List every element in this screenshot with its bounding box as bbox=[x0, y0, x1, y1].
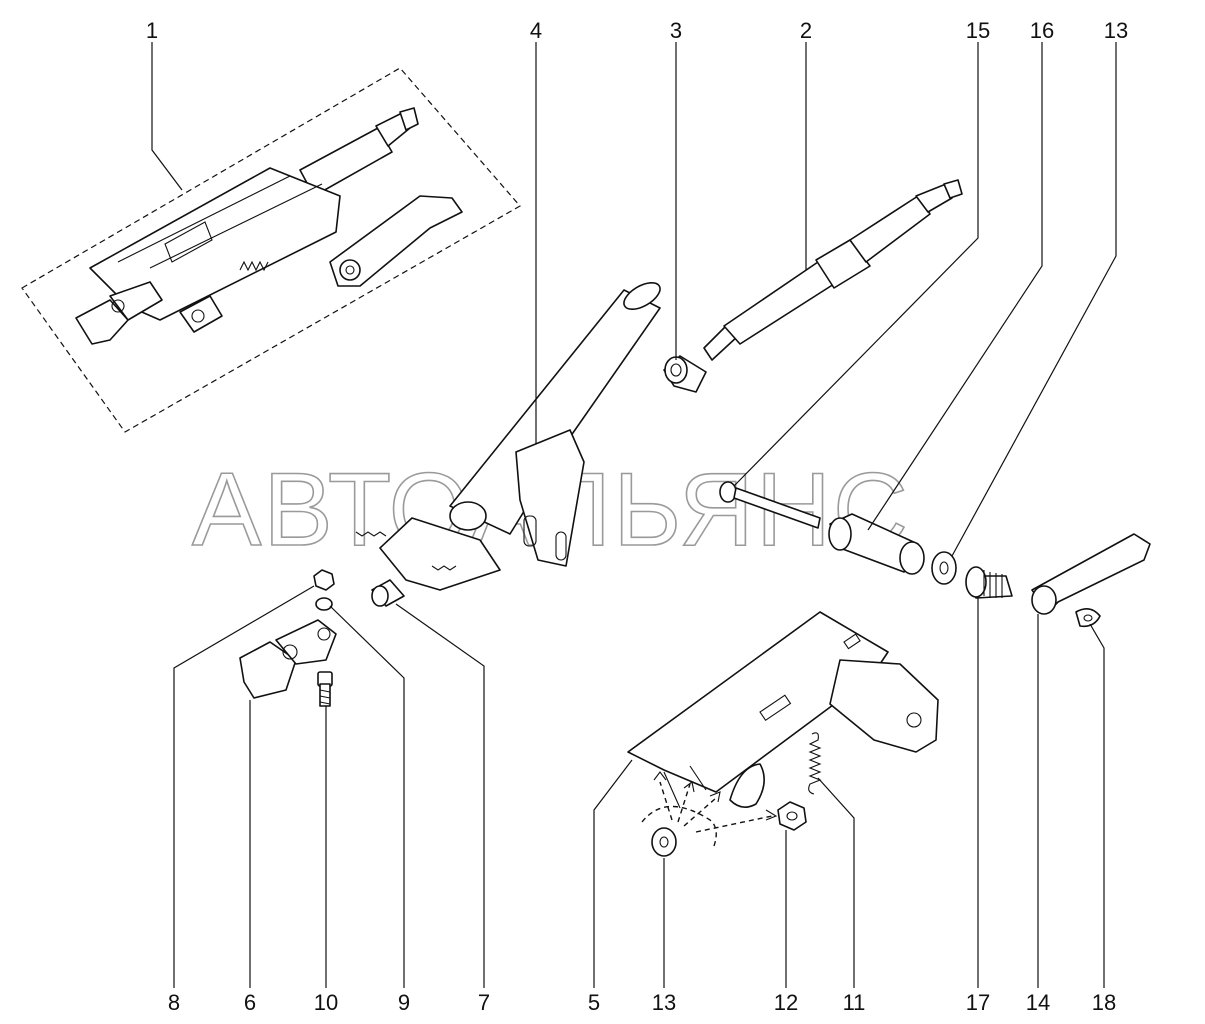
part-13-washer-upper bbox=[931, 551, 957, 585]
part-11-spring bbox=[808, 732, 822, 795]
callout-8: 8 bbox=[168, 990, 180, 1015]
leader-16 bbox=[867, 42, 1043, 531]
callout-7: 7 bbox=[478, 990, 490, 1015]
part-5-bracket bbox=[627, 611, 939, 809]
callout-13-top: 13 bbox=[1104, 18, 1128, 43]
leader-18 bbox=[1089, 623, 1105, 988]
part-6-universal-joint bbox=[239, 619, 337, 699]
leader-9 bbox=[329, 605, 405, 988]
part-2-steering-shaft bbox=[703, 179, 963, 361]
leader-1 bbox=[151, 42, 183, 191]
part-8-nut bbox=[313, 569, 335, 591]
callout-4: 4 bbox=[530, 18, 542, 43]
assembly-arrows bbox=[641, 771, 778, 847]
part-12-nut bbox=[777, 801, 807, 831]
callout-11: 11 bbox=[843, 990, 866, 1015]
part-14-adjust-lever bbox=[1031, 533, 1151, 615]
callout-3: 3 bbox=[670, 18, 682, 43]
callout-5: 5 bbox=[588, 990, 600, 1015]
callout-10: 10 bbox=[314, 990, 338, 1015]
callout-16: 16 bbox=[1030, 18, 1054, 43]
leader-7 bbox=[395, 603, 485, 988]
part-7-spacer bbox=[371, 579, 405, 607]
callout-6: 6 bbox=[244, 990, 256, 1015]
callout-18: 18 bbox=[1092, 990, 1116, 1015]
leader-8 bbox=[173, 585, 315, 988]
callout-13-bottom: 13 bbox=[652, 990, 676, 1015]
assembly-column-1 bbox=[21, 67, 521, 433]
callout-9: 9 bbox=[398, 990, 410, 1015]
part-16-sleeve bbox=[828, 513, 925, 575]
assembly-dashed-frame bbox=[21, 67, 521, 433]
callout-2: 2 bbox=[800, 18, 812, 43]
part-17-splined-bushing bbox=[965, 566, 1013, 599]
callout-17: 17 bbox=[966, 990, 990, 1015]
callout-1: 1 bbox=[146, 18, 158, 43]
leader-15 bbox=[733, 42, 979, 487]
callout-12: 12 bbox=[774, 990, 798, 1015]
part-10-bolt bbox=[317, 671, 333, 707]
part-13-washer-lower bbox=[651, 827, 677, 857]
part-15-bolt bbox=[719, 481, 821, 529]
leader-11 bbox=[817, 777, 855, 988]
part-18-clip bbox=[1075, 608, 1101, 628]
part-3-bushing bbox=[663, 355, 707, 393]
part-4-column-tube bbox=[355, 281, 661, 591]
callout-15: 15 bbox=[966, 18, 990, 43]
callout-14: 14 bbox=[1026, 990, 1050, 1015]
leader-5 bbox=[593, 759, 633, 988]
part-9-washer bbox=[315, 597, 333, 611]
leader-13-top bbox=[951, 42, 1117, 557]
